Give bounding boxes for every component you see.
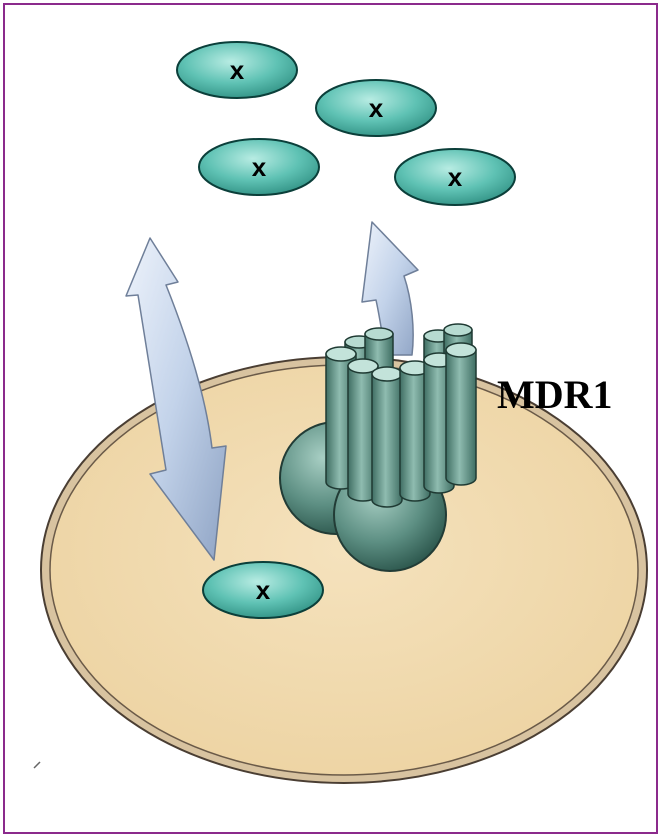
molecule-label: x <box>369 93 384 123</box>
molecule-label: x <box>448 162 463 192</box>
molecule-label: x <box>252 152 267 182</box>
molecule-outside-1: x <box>177 42 297 98</box>
molecule-outside-4: x <box>395 149 515 205</box>
molecule-outside-3: x <box>199 139 319 195</box>
molecule-label: x <box>230 55 245 85</box>
molecule-label: x <box>256 575 271 605</box>
transporter-front-helices <box>326 343 476 507</box>
molecule-outside-2: x <box>316 80 436 136</box>
molecule-inside: x <box>203 562 323 618</box>
mdr1-label: MDR1 <box>497 372 613 417</box>
